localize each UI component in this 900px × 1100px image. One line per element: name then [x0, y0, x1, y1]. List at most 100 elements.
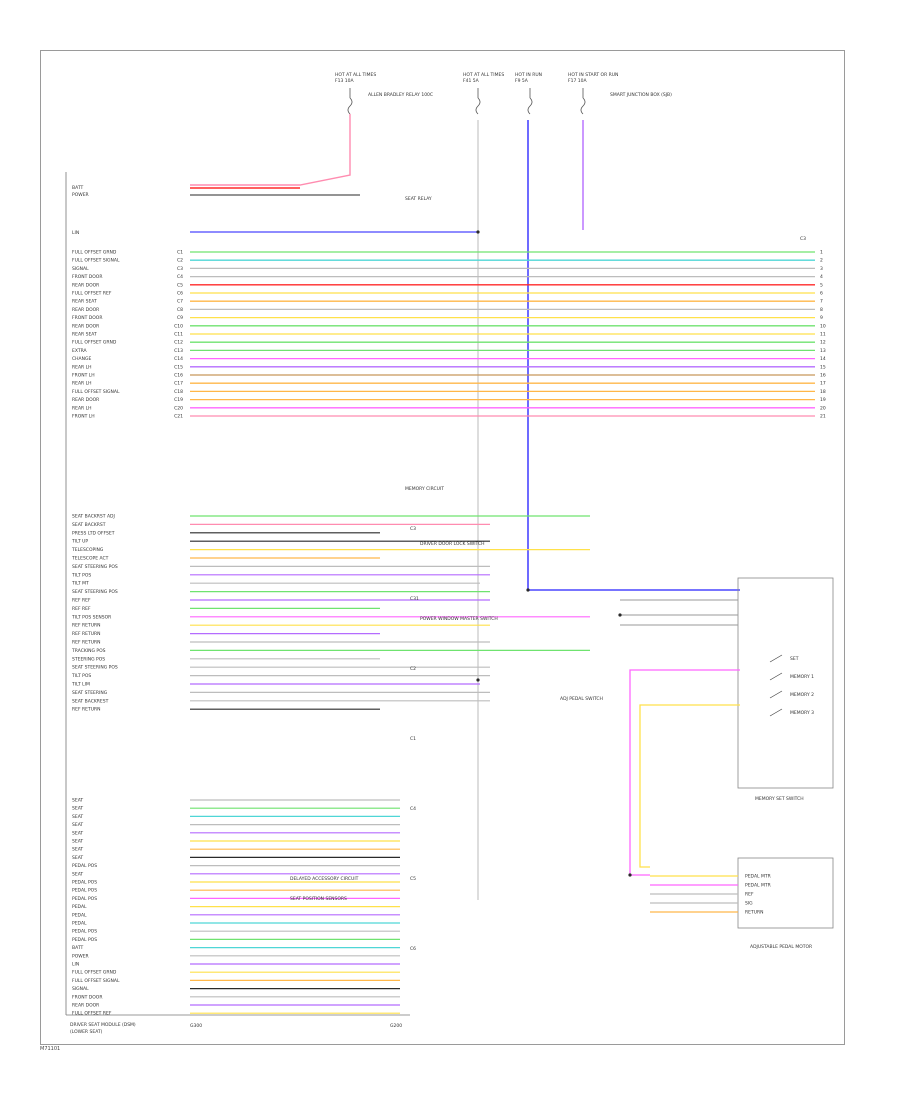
pin-label: FULL OFFSET REF: [72, 1011, 112, 1017]
pin-number: C17: [174, 381, 183, 387]
connector-pin: 11: [820, 332, 826, 338]
connector-label: C1: [410, 736, 416, 742]
pin-number: C9: [177, 315, 183, 321]
pin-label: SEAT STEERING: [72, 690, 108, 696]
pin-label: FRONT DOOR: [72, 994, 102, 1000]
connector-pin: 9: [820, 315, 823, 321]
pin-label: SEAT: [72, 839, 83, 845]
pin-label: CHANGE: [72, 356, 91, 362]
pin-label: SEAT BACKREST: [72, 698, 109, 704]
pin-label: SEAT: [72, 855, 83, 861]
fuse-title: HOT IN START OR RUN: [568, 72, 618, 78]
pin-label: FULL OFFSET REF: [72, 291, 112, 297]
pin-number: C6: [177, 291, 183, 297]
pin-number: C1: [177, 250, 183, 256]
pin-label: SEAT: [72, 814, 83, 820]
pin-label: FULL OFFSET SIGNAL: [72, 978, 120, 984]
pin-label: FULL OFFSET GRND: [72, 250, 117, 256]
pin-number: C21: [174, 414, 183, 420]
pin-label: SEAT STEERING POS: [72, 564, 118, 570]
pin-label: STEERING POS: [72, 656, 105, 662]
pin-label: FRONT LH: [72, 373, 95, 379]
connector-pin: 6: [820, 291, 823, 297]
pin-label: REF RETURN: [72, 631, 101, 637]
pin-label: TELESCOPE ACT: [71, 556, 109, 562]
pin-label: REAR SEAT: [72, 332, 97, 338]
fuse-note: ALLEN BRADLEY RELAY 100C: [368, 92, 433, 98]
pin-label: REAR SEAT: [72, 299, 97, 305]
pin-number: C8: [177, 307, 183, 313]
pin-label: BATT: [72, 945, 83, 951]
pin-label: SIGNAL: [72, 266, 89, 272]
pin-label: REF RETURN: [72, 640, 101, 646]
switch-name: MEMORY SET SWITCH: [755, 796, 804, 802]
pedal-motor-box: [737, 857, 834, 929]
connector-pin: 17: [820, 381, 826, 387]
pin-label: REF REF: [72, 598, 91, 604]
pin-label: FULL OFFSET GRND: [72, 340, 117, 346]
pin-label: REAR LH: [72, 405, 92, 411]
fuse-symbol: [580, 97, 586, 115]
pin-number: C13: [174, 348, 183, 354]
pin-label: PEDAL POS: [72, 880, 97, 886]
switch-contact: [769, 654, 783, 663]
switch-item: MEMORY 2: [790, 692, 814, 698]
connector-pin: 15: [820, 364, 826, 370]
pin-number: C20: [174, 405, 183, 411]
pin-label: SEAT: [72, 830, 83, 836]
signal-wire-blue: [527, 120, 740, 591]
connector-pin: 4: [820, 274, 823, 280]
connector-pin: 13: [820, 348, 826, 354]
splice-dot: [476, 230, 480, 234]
pin-label: REAR DOOR: [72, 307, 99, 313]
pin-number: C16: [174, 373, 183, 379]
side-note: SEAT RELAY: [405, 196, 432, 202]
connector-pin: 19: [820, 397, 826, 403]
pin-number: C12: [174, 340, 183, 346]
pin-number: C15: [174, 364, 183, 370]
pin-label: PEDAL: [72, 921, 87, 927]
pin-number: C3: [177, 266, 183, 272]
pin-number: C11: [174, 332, 183, 338]
pedal-wire: [639, 704, 740, 868]
ground-label: G200: [390, 1023, 402, 1029]
fuse-title: HOT IN RUN: [515, 72, 542, 78]
splice-dot: [476, 678, 480, 682]
pin-label: REAR DOOR: [72, 397, 99, 403]
page-id: M71101: [40, 1046, 61, 1052]
pin-label: LIN: [72, 962, 79, 968]
pin-label: SEAT STEERING POS: [72, 665, 118, 671]
pin-number: C19: [174, 397, 183, 403]
connector-pin: 1: [820, 250, 823, 256]
connector-pin: 5: [820, 282, 823, 288]
pin-label: LIN: [72, 230, 79, 236]
pin-label: REAR DOOR: [72, 323, 99, 329]
connector-pin: 12: [820, 340, 826, 346]
connector-label: C3: [800, 236, 806, 242]
pin-label: POWER: [72, 953, 89, 959]
connector-label: C31: [410, 596, 419, 602]
pin-label: PEDAL POS: [72, 888, 97, 894]
pin-label: SEAT BACKRST ADJ: [72, 514, 115, 520]
connector-pin: 3: [820, 266, 823, 272]
fuse-title: HOT AT ALL TIMES: [335, 72, 376, 78]
pin-number: C4: [177, 274, 183, 280]
side-note: POWER WINDOW MASTER SWITCH: [420, 616, 498, 622]
pin-label: SIGNAL: [72, 986, 89, 992]
pedal-pin-label: PEDAL MTR: [745, 874, 771, 880]
pedal-pin-label: SIG: [745, 901, 753, 907]
pin-label: TILT POS: [71, 673, 91, 679]
pin-label: SEAT STEERING POS: [72, 589, 118, 595]
splice-dot: [526, 588, 530, 592]
connector-label: C6: [410, 946, 416, 952]
connector-label: C5: [410, 876, 416, 882]
pin-label: SEAT: [72, 871, 83, 877]
connector-label: C3: [410, 526, 416, 532]
pin-label: POWER: [72, 192, 89, 198]
pin-label: FRONT DOOR: [72, 315, 102, 321]
switch-item: MEMORY 3: [790, 710, 814, 716]
pedal-pin-label: RETURN: [745, 910, 764, 916]
pin-label: REF REF: [72, 606, 91, 612]
pedal-wire: [629, 669, 740, 876]
